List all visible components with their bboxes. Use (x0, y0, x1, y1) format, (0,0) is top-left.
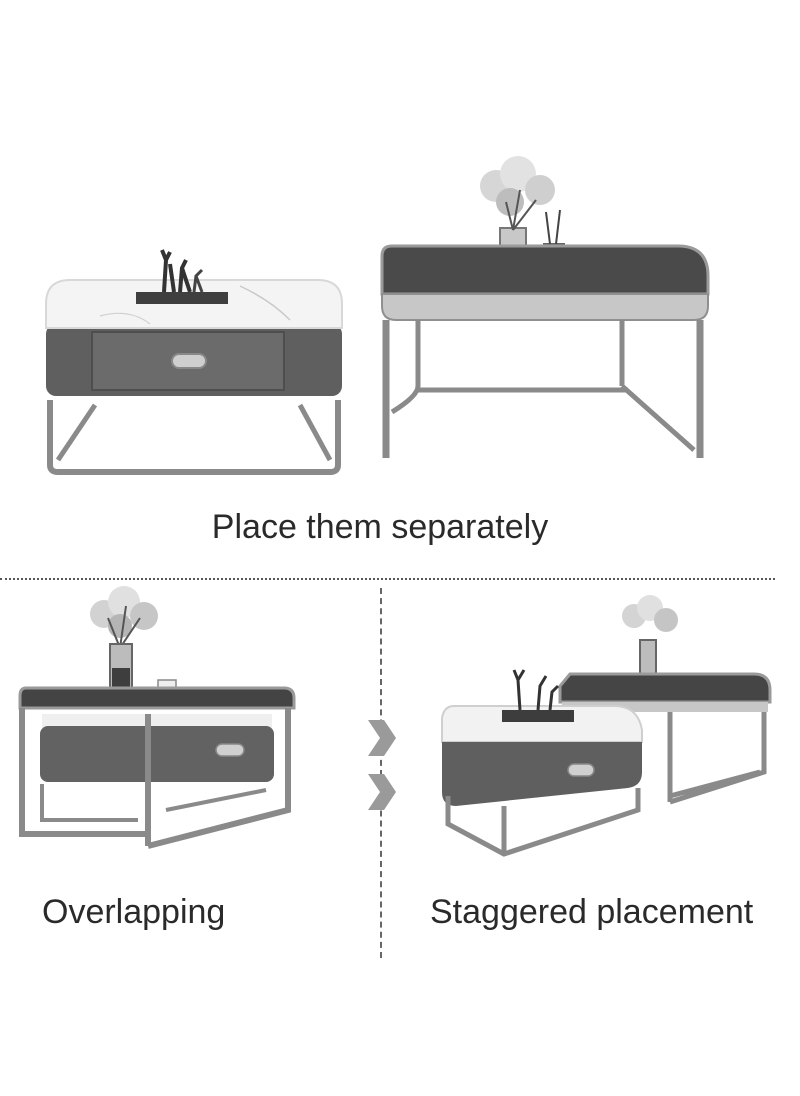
chevron-right-icon (368, 720, 396, 756)
staggered-tables (441, 595, 772, 857)
caption-place-separately: Place them separately (211, 508, 549, 546)
vertical-divider (380, 588, 382, 958)
caption-staggered-placement: Staggered placement (430, 893, 754, 931)
caption-overlapping: Overlapping (42, 893, 226, 931)
marble-drawer-table-top (45, 249, 343, 475)
overlapping-tables (18, 586, 296, 849)
chevron-right-icon (368, 774, 396, 810)
horizontal-divider (0, 578, 775, 580)
glass-table-top (380, 156, 710, 458)
